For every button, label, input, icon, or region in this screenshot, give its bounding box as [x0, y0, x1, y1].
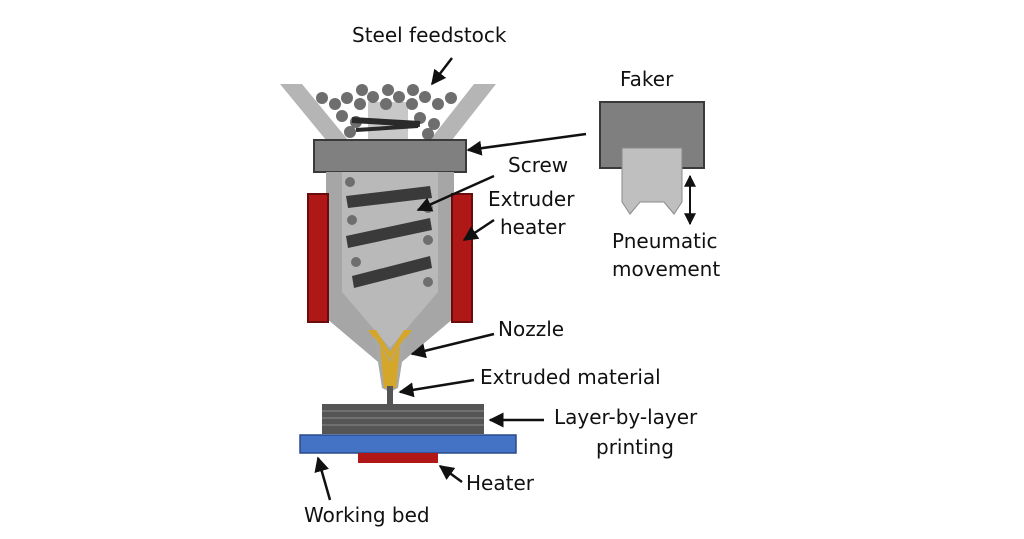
nozzle — [368, 330, 412, 392]
label-pneumatic-line1: Pneumatic — [612, 229, 718, 253]
faker-block — [599, 101, 705, 215]
arrow-extruded — [398, 378, 475, 398]
arrow-screw — [416, 174, 495, 212]
label-extruder-line2: heater — [500, 215, 566, 239]
label-layer-line1: Layer-by-layer — [554, 405, 698, 429]
screw-top-flight — [351, 117, 421, 127]
extruder-heater-right — [451, 193, 473, 323]
label-nozzle: Nozzle — [498, 317, 564, 341]
label-faker: Faker — [620, 67, 674, 91]
hopper-left-arm — [280, 84, 348, 140]
arrow-heater — [438, 464, 463, 484]
label-pneumatic-line2: movement — [612, 257, 720, 281]
label-heater: Heater — [466, 471, 535, 495]
label-feedstock: Steel feedstock — [352, 23, 507, 47]
working-bed — [299, 434, 517, 454]
screw-top-flight-2 — [355, 124, 419, 132]
arrow-feedstock — [431, 57, 453, 86]
arrow-working-bed — [314, 456, 332, 501]
label-extruded: Extruded material — [480, 365, 661, 389]
feedstock-balls — [316, 84, 457, 140]
label-screw: Screw — [508, 153, 568, 177]
barrel-inner — [342, 172, 438, 348]
extruded-strand — [387, 386, 393, 406]
screw-flights — [346, 186, 432, 288]
label-extruder-line1: Extruder — [488, 187, 575, 211]
extruder-heater-left — [307, 193, 329, 323]
hopper-right-arm — [430, 84, 496, 140]
printed-layers — [322, 404, 484, 434]
leader-arrows — [314, 57, 587, 501]
bed-heater — [358, 453, 438, 463]
arrow-nozzle — [410, 332, 495, 359]
arrow-extruder-heater — [462, 218, 495, 242]
label-layer-line2: printing — [596, 435, 674, 459]
arrow-faker — [466, 132, 587, 156]
top-plate — [313, 139, 467, 173]
label-working-bed: Working bed — [304, 503, 430, 527]
